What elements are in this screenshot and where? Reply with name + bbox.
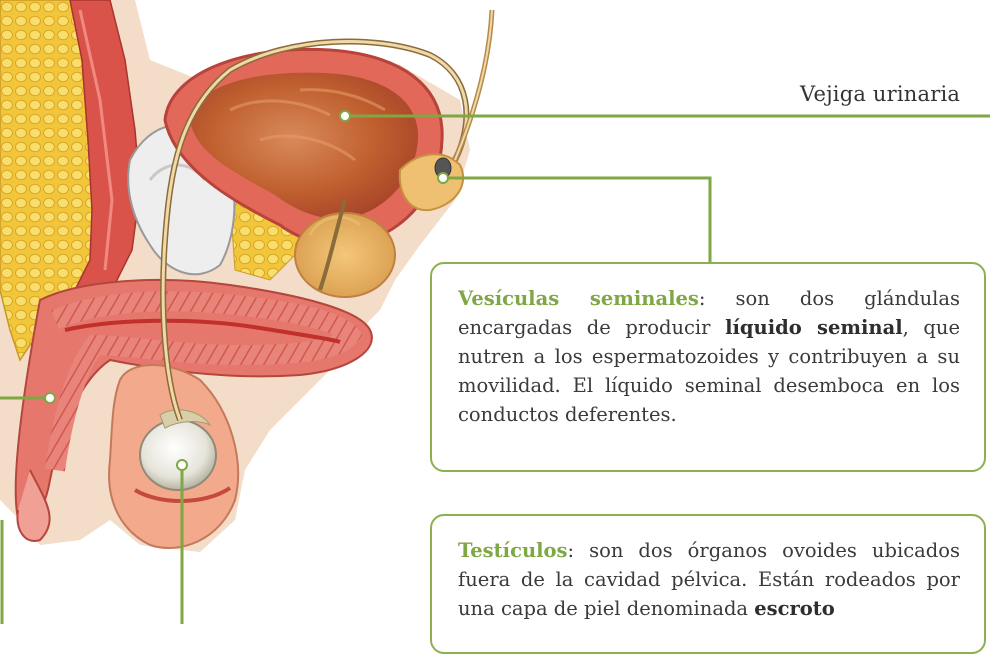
seminal-vesicle (398, 153, 465, 212)
label-vejiga-urinaria: Vejiga urinaria (800, 82, 961, 106)
anatomy-illustration (0, 0, 990, 624)
leader-dot-testiculos (176, 459, 188, 471)
info-box-testiculos: Testículos: son dos órganos ovoides ubic… (430, 514, 986, 654)
term-testiculos: Testículos (458, 539, 568, 562)
vesiculas-bold-1: líquido seminal (725, 316, 903, 339)
info-box-vesiculas-seminales: Vesículas seminales: son dos glándulas e… (430, 262, 986, 472)
testiculos-bold-1: escroto (754, 597, 835, 620)
vesiculas-text-2: , que nutren a los espermatozoides y con… (458, 316, 960, 426)
leader-dot-vesiculas (437, 172, 449, 184)
leader-line-vesiculas (443, 176, 712, 264)
leader-dot-urethra (44, 392, 56, 404)
vesiculas-text-1: : son dos glándulas encargadas de produc… (458, 287, 960, 339)
muscle-tissue (68, 0, 141, 311)
testiculos-text-1: : son dos órganos ovoides ubicados fuera… (458, 539, 960, 620)
term-vesiculas: Vesículas seminales (458, 287, 699, 310)
urinary-bladder (163, 47, 444, 246)
penis (14, 279, 373, 542)
vas-deferens (160, 9, 495, 422)
leader-dot-vejiga (339, 110, 351, 122)
prostate-gland (294, 212, 396, 298)
leader-lines (0, 110, 990, 624)
